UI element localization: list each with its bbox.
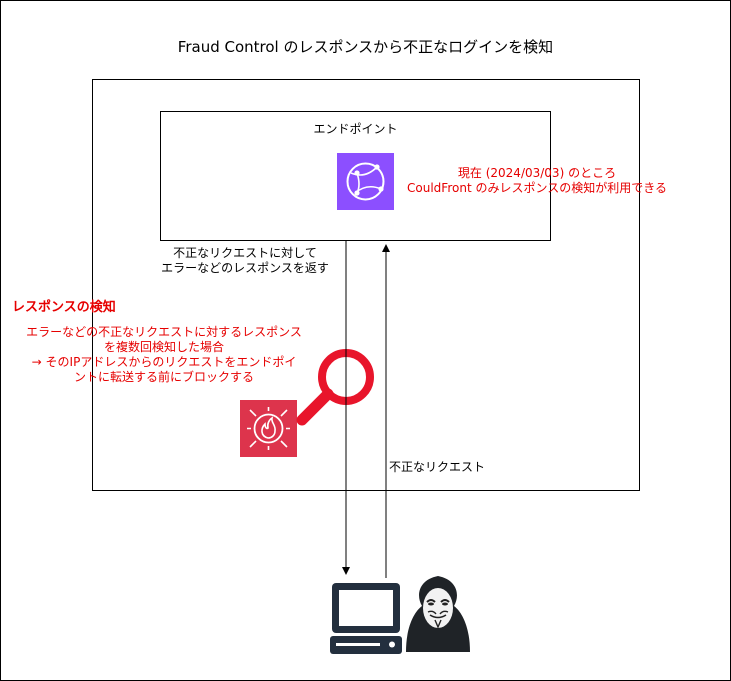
computer-icon	[328, 580, 404, 656]
response-label-line: 不正なリクエストに対して	[173, 246, 317, 260]
detection-line: を複数回検知した場合	[103, 340, 224, 354]
detection-description: エラーなどの不正なリクエストに対するレスポンス を複数回検知した場合 → そのI…	[8, 325, 320, 385]
waf-boundary-box	[92, 79, 640, 491]
waf-icon	[240, 400, 297, 457]
response-label-line: エラーなどのレスポンスを返す	[161, 261, 329, 275]
detection-title: レスポンスの検知	[12, 300, 116, 315]
detection-line: → そのIPアドレスからのリクエストをエンドポイ	[31, 355, 297, 369]
cloudfront-note-line: CouldFront のみレスポンスの検知が利用できる	[407, 181, 667, 195]
diagram-title: Fraud Control のレスポンスから不正なログインを検知	[177, 38, 554, 56]
cloudfront-note-line: 現在 (2024/03/03) のところ	[457, 166, 617, 180]
hacker-icon	[400, 572, 476, 652]
cloudfront-icon	[337, 153, 394, 210]
response-label: 不正なリクエストに対して エラーなどのレスポンスを返す	[150, 246, 340, 276]
request-label: 不正なリクエスト	[389, 460, 486, 474]
detection-line: エラーなどの不正なリクエストに対するレスポンス	[26, 325, 302, 339]
cloudfront-note: 現在 (2024/03/03) のところ CouldFront のみレスポンスの…	[372, 166, 702, 196]
detection-line: ントに転送する前にブロックする	[73, 370, 254, 384]
endpoint-label: エンドポイント	[313, 122, 398, 136]
